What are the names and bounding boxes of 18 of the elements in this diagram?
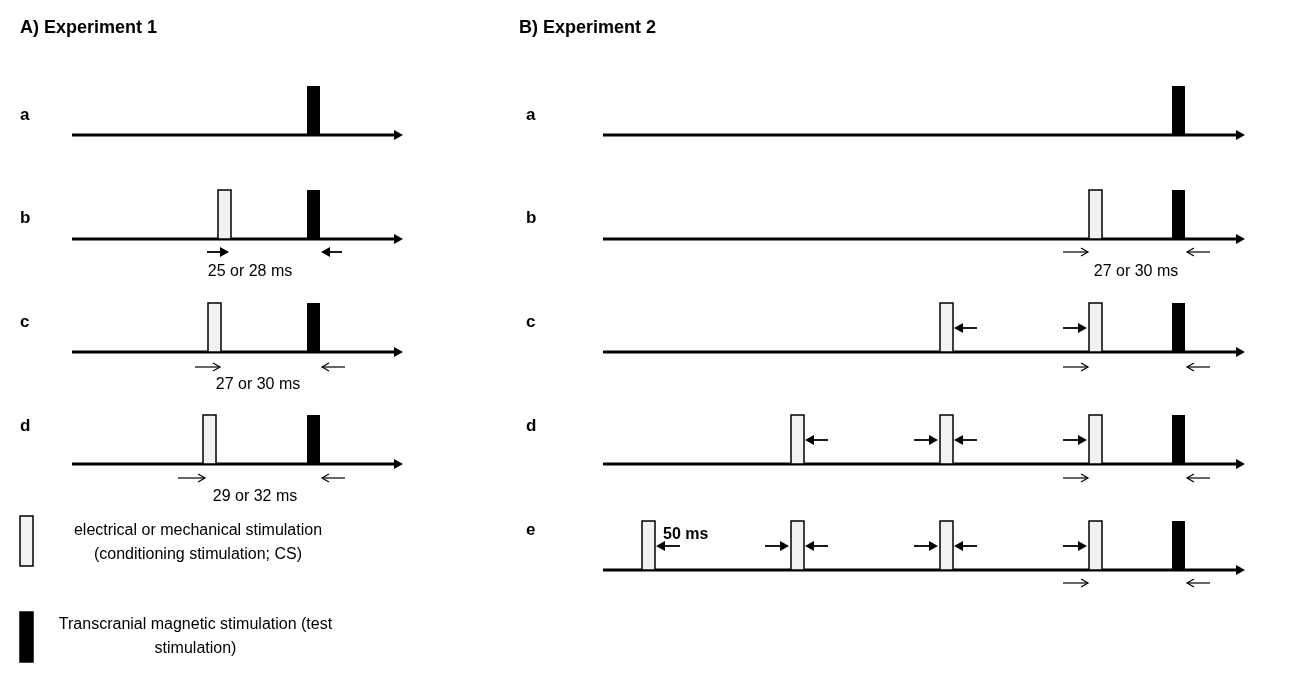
row-label: a: [20, 105, 30, 125]
row-label: d: [20, 416, 31, 436]
row-label: c: [526, 312, 536, 332]
row-label: b: [20, 208, 31, 228]
row-label: c: [20, 312, 30, 332]
legend-text: electrical or mechanical stimulation (conditioning stimulation; CS): [72, 520, 324, 564]
legend-text: Transcranial magnetic stimulation (test stimulation): [58, 614, 333, 658]
interval-label: 27 or 30 ms: [215, 375, 301, 393]
interval-label: 27 or 30 ms: [1093, 262, 1179, 280]
row-label: b: [526, 208, 537, 228]
row-label: e: [526, 520, 536, 540]
panel-title: A) Experiment 1: [20, 16, 158, 38]
panel-title: B) Experiment 2: [519, 16, 657, 38]
row-label: d: [526, 416, 537, 436]
interval-label: 29 or 32 ms: [212, 487, 298, 505]
row-label: a: [526, 105, 536, 125]
interval-label: 25 or 28 ms: [207, 262, 293, 280]
interval-label: 50 ms: [663, 525, 709, 543]
